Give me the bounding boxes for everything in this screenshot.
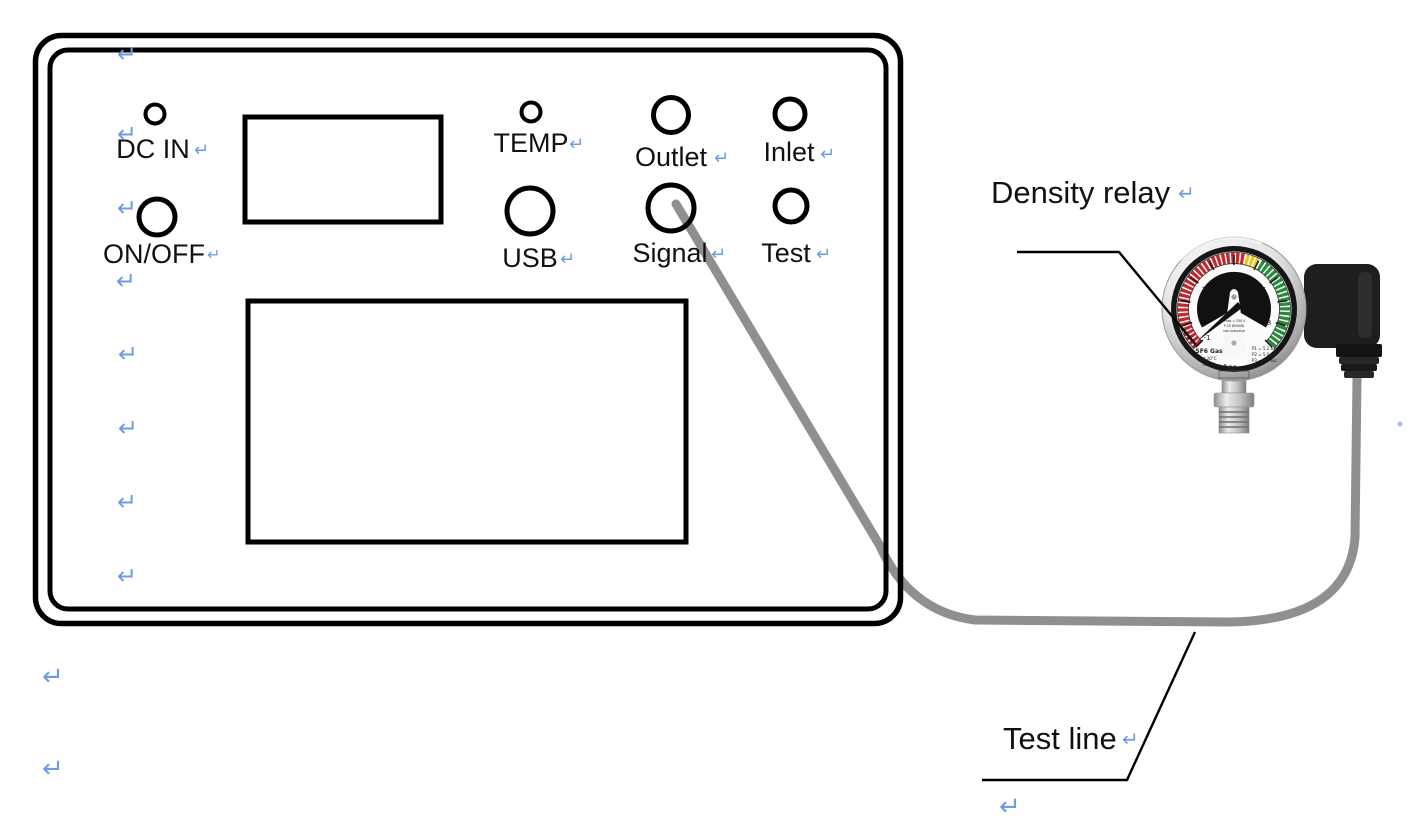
return-mark-9: ↵ — [42, 662, 64, 692]
return-mark-3: ↵ — [117, 194, 137, 222]
test-label: Test — [761, 238, 811, 268]
paragraph-marks: ↵ ↵ ↵ ↵ ↵ ↵ ↵ ↵ ↵ ↵ ↵ — [42, 40, 1021, 822]
density-relay-leader-line — [1017, 250, 1197, 346]
test-line-leader-line — [982, 631, 1197, 782]
dial-class-label: CL 1.0 — [1203, 362, 1216, 367]
temp-label: TEMP — [493, 128, 568, 158]
return-mark-inlet: ↵ — [820, 144, 835, 165]
dial-setpoint-2: P2 = 5.0 bar — [1252, 352, 1277, 357]
signal-label: Signal — [632, 238, 707, 268]
band-red — [1177, 252, 1246, 349]
outlet-port — [651, 95, 691, 135]
dial-unit-label: bar — [1224, 363, 1237, 371]
dial-rating-2: P 20 W/50VA — [1224, 324, 1245, 328]
band-green — [1256, 260, 1291, 349]
gauge-white-wedge — [1222, 289, 1246, 355]
return-mark-4: ↵ — [116, 267, 136, 295]
dial-rating-1: Pmax = 250 V — [1223, 319, 1247, 323]
density-relay-label: Density relay — [991, 175, 1171, 210]
small-display-window — [242, 114, 444, 225]
on-off-button — [136, 196, 178, 238]
gauge-screw-top — [1231, 294, 1237, 300]
return-mark-dc-in: ↵ — [194, 140, 209, 161]
temp-port — [519, 100, 543, 124]
stem-hex-nut — [1213, 392, 1255, 408]
outlet-label: Outlet — [635, 142, 708, 172]
return-mark-8: ↵ — [117, 562, 137, 590]
inlet-port — [772, 96, 808, 132]
connector-rib-1 — [1339, 357, 1379, 364]
band-yellow — [1244, 253, 1261, 269]
return-mark-signal: ↵ — [711, 244, 726, 265]
connector-gland — [1344, 371, 1374, 378]
return-mark-on-off: ↵ — [207, 245, 220, 264]
dial-serial-box — [1218, 370, 1250, 379]
return-mark-test-line: ↵ — [1122, 727, 1139, 751]
return-mark-7: ↵ — [117, 488, 137, 516]
gauge-major-ticks — [1180, 255, 1288, 348]
panel-inner-border — [47, 47, 889, 612]
return-mark-5: ↵ — [118, 340, 138, 368]
stray-blue-dot — [1397, 421, 1403, 427]
return-mark-density-relay: ↵ — [1178, 181, 1195, 205]
instrument-panel: DC IN ON/OFF TEMP USB Outlet Signal Inle… — [32, 32, 904, 627]
return-mark-10: ↵ — [42, 754, 64, 784]
test-line-label: Test line — [1003, 721, 1117, 756]
stem-thread-ridges — [1219, 411, 1249, 428]
signal-port — [645, 182, 697, 234]
return-mark-test: ↵ — [816, 244, 831, 265]
return-mark-2: ↵ — [117, 120, 137, 148]
usb-label: USB — [502, 243, 558, 273]
return-mark-6: ↵ — [118, 414, 138, 442]
dc-in-port — [143, 102, 167, 126]
panel-outer-border — [32, 32, 904, 627]
return-mark-usb: ↵ — [560, 249, 575, 270]
scale-label-8: 8 — [1267, 319, 1271, 327]
dial-setpoint-3: P3 = 4.5 bar — [1252, 358, 1277, 363]
return-mark-temp: ↵ — [569, 134, 584, 155]
inlet-label: Inlet — [763, 137, 815, 167]
connector-shading — [1358, 272, 1372, 338]
dial-rating-3: non-inductive — [1223, 329, 1245, 333]
dial-gas-label: SF6 Gas — [1195, 348, 1223, 355]
usb-port — [504, 185, 556, 237]
dc-in-label: DC IN — [116, 134, 190, 164]
density-relay-gauge: -1 2 4 6 8 SF6 Gas at 20°C CL 1.0 Pmax =… — [1161, 234, 1382, 434]
band-outer-edge — [1177, 252, 1291, 350]
main-display-window — [245, 298, 689, 545]
test-port — [772, 187, 810, 225]
callout-labels: Density relay ↵ Test line ↵ — [991, 175, 1195, 756]
connector-collar — [1336, 344, 1382, 357]
return-mark-11: ↵ — [999, 792, 1021, 822]
connector-rib-2 — [1341, 364, 1377, 371]
dial-setpoint-1: P1 = 5.2 bar — [1252, 346, 1277, 351]
stem-thread — [1218, 406, 1250, 434]
gauge-screw-bottom — [1231, 340, 1237, 346]
return-mark-1: ↵ — [117, 40, 137, 68]
on-off-label: ON/OFF — [103, 239, 205, 269]
bezel-highlight — [1178, 234, 1264, 261]
dial-ref-label: at 20°C — [1201, 356, 1216, 361]
gauge-needle — [1196, 302, 1242, 342]
scale-label-minus1: -1 — [1204, 334, 1211, 342]
return-mark-outlet: ↵ — [714, 148, 729, 169]
